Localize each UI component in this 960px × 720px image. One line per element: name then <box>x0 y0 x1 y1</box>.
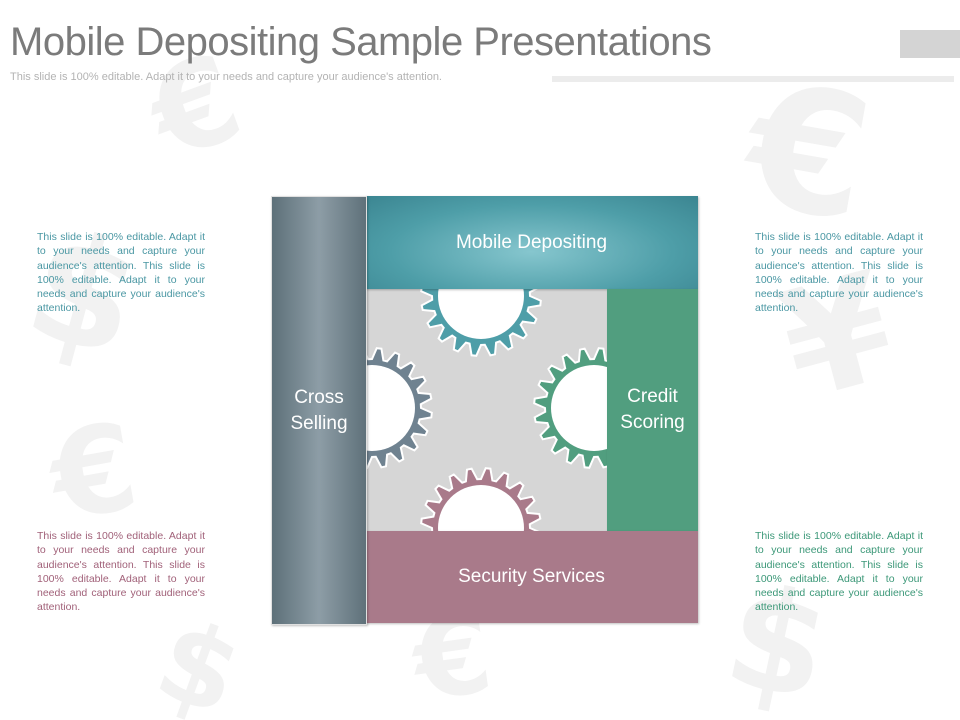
panel-security-services: Security Services <box>365 531 698 623</box>
description-bottom-right: This slide is 100% editable. Adapt it to… <box>755 530 923 614</box>
title-underline-bar <box>552 76 954 82</box>
slide-title: Mobile Depositing Sample Presentations <box>10 20 712 64</box>
panel-label-credit-scoring: Credit Scoring <box>620 386 685 433</box>
panel-label-security-services: Security Services <box>458 566 605 587</box>
panel-label-mobile-depositing: Mobile Depositing <box>455 231 608 253</box>
description-bottom-left: This slide is 100% editable. Adapt it to… <box>37 530 205 614</box>
title-accent-tab <box>900 30 960 58</box>
description-top-right: This slide is 100% editable. Adapt it to… <box>755 231 923 315</box>
euro-watermark-icon: € <box>38 397 147 549</box>
panel-label-cross-selling: Cross Selling <box>290 386 348 434</box>
panel-credit-scoring: Credit Scoring <box>607 289 698 531</box>
panel-cross-selling: Cross Selling <box>271 196 367 625</box>
description-top-left: This slide is 100% editable. Adapt it to… <box>37 231 205 315</box>
slide-subtitle: This slide is 100% editable. Adapt it to… <box>10 71 442 83</box>
panel-mobile-depositing: Mobile Depositing <box>365 196 698 289</box>
center-square <box>363 285 609 533</box>
